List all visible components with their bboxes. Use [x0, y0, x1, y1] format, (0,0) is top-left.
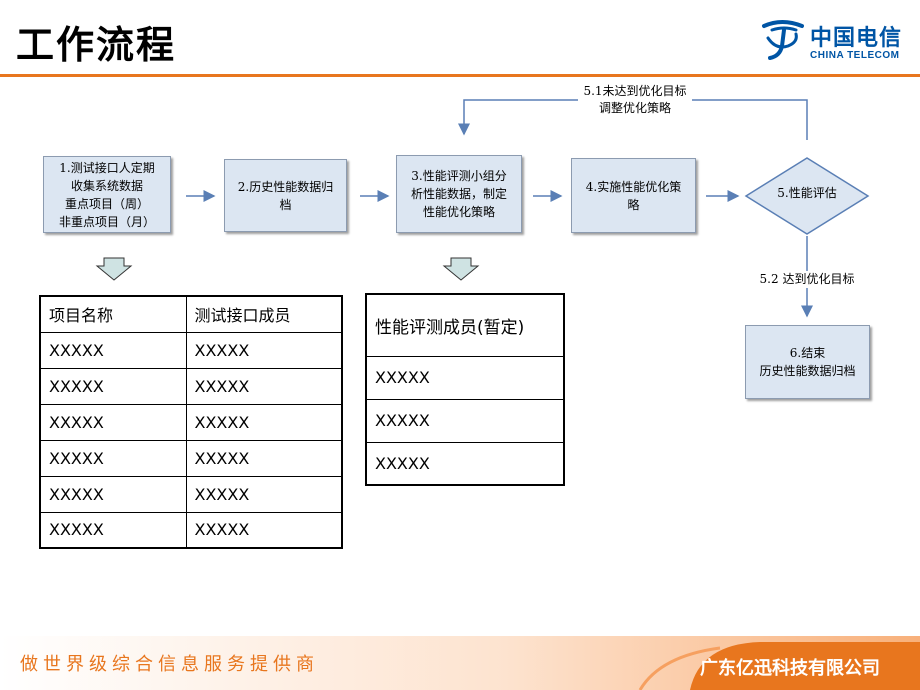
footer-company: 广东亿迅科技有限公司 [700, 658, 880, 679]
table-row: XXXXX XXXXX [39, 331, 343, 369]
down-arrow-left [95, 257, 133, 281]
step5-text: 5.性能评估 [777, 186, 837, 200]
step4-text: 4.实施性能优化策 略 [585, 179, 682, 212]
table-cell: XXXXX [365, 398, 565, 443]
logo-text-cn: 中国电信 [810, 26, 903, 51]
table-cell: XXXXX [39, 439, 187, 477]
down-arrow-mid [442, 257, 480, 281]
table-cell: XXXXX [185, 439, 343, 477]
table-cell: XXXXX [365, 355, 565, 400]
table-header-row: 性能评测成员(暂定) [365, 293, 565, 357]
done-label: 5.2 达到优化目标 [756, 271, 858, 288]
logo-text-en: CHINA TELECOM [810, 50, 900, 61]
table-row: XXXXX [365, 355, 565, 400]
table-cell: XXXXX [39, 511, 187, 549]
table-row: XXXXX XXXXX [39, 475, 343, 513]
table-cell: XXXXX [185, 511, 343, 549]
table-cell: XXXXX [39, 331, 187, 369]
step1-text: 1.测试接口人定期 收集系统数据 重点项目（周） 非重点项目（月） [58, 160, 155, 229]
table-header-cell: 项目名称 [39, 295, 187, 333]
table-header-cell: 测试接口成员 [185, 295, 343, 333]
eval-members-table: 性能评测成员(暂定) XXXXX XXXXX XXXXX [365, 293, 565, 486]
footer-slogan: 做世界级综合信息服务提供商 [20, 654, 319, 675]
header-divider [0, 74, 920, 77]
step3-text: 3.性能评测小组分 析性能数据，制定 性能优化策略 [410, 169, 507, 219]
table-cell: XXXXX [185, 475, 343, 513]
china-telecom-logo: 中国电信 CHINA TELECOM [758, 16, 908, 66]
telecom-logo-icon [762, 20, 804, 60]
table-header-row: 项目名称 测试接口成员 [39, 295, 343, 333]
table-cell: XXXXX [185, 367, 343, 405]
table-cell: XXXXX [39, 403, 187, 441]
table-row: XXXXX XXXXX [39, 511, 343, 549]
step2-box: 2.历史性能数据归 档 [224, 159, 347, 232]
step3-box: 3.性能评测小组分 析性能数据，制定 性能优化策略 [396, 155, 522, 233]
flow-connectors [95, 99, 870, 318]
table-cell: XXXXX [39, 367, 187, 405]
table-cell: XXXXX [185, 403, 343, 441]
table-row: XXXXX XXXXX [39, 439, 343, 477]
step6-text: 6.结束 历史性能数据归档 [759, 346, 856, 378]
table-cell: XXXXX [185, 331, 343, 369]
step1-box: 1.测试接口人定期 收集系统数据 重点项目（周） 非重点项目（月） [43, 156, 171, 233]
step2-text: 2.历史性能数据归 档 [237, 179, 334, 212]
footer-banner [0, 636, 920, 690]
table-row: XXXXX [365, 441, 565, 486]
step5-diamond [744, 157, 870, 235]
loop-label: 5.1未达到优化目标 调整优化策略 [578, 83, 692, 117]
page-title: 工作流程 [16, 23, 177, 67]
table-cell: XXXXX [365, 441, 565, 486]
table-row: XXXXX [365, 398, 565, 443]
step6-box: 6.结束 历史性能数据归档 [745, 325, 870, 399]
table-header-cell: 性能评测成员(暂定) [365, 293, 565, 357]
table-row: XXXXX XXXXX [39, 403, 343, 441]
table-cell: XXXXX [39, 475, 187, 513]
members-table: 项目名称 测试接口成员 XXXXX XXXXX XXXXX XXXXX XXXX… [39, 295, 343, 549]
step4-box: 4.实施性能优化策 略 [571, 158, 696, 233]
table-row: XXXXX XXXXX [39, 367, 343, 405]
